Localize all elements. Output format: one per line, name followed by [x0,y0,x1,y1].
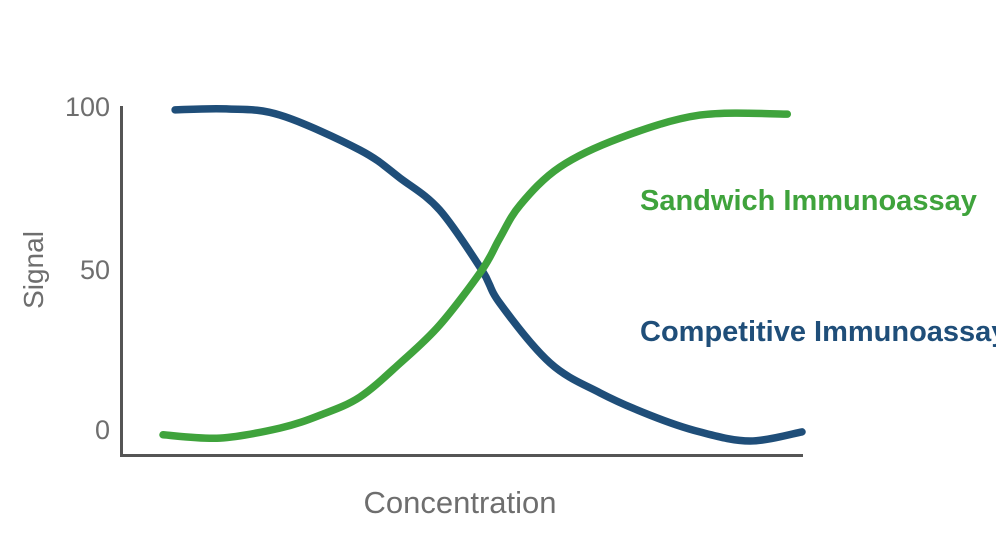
y-tick-0: 0 [94,415,110,445]
y-tick-100: 100 [64,92,110,122]
series-label-competitive-immunoassay: Competitive Immunoassay [640,316,996,348]
series-label-sandwich-immunoassay: Sandwich Immunoassay [640,185,977,217]
curve-sandwich-immunoassay [159,109,792,443]
x-axis-title: Concentration [363,485,557,520]
y-tick-50: 50 [79,255,110,285]
curve-competitive-immunoassay [171,104,806,445]
curves-group [159,104,806,445]
